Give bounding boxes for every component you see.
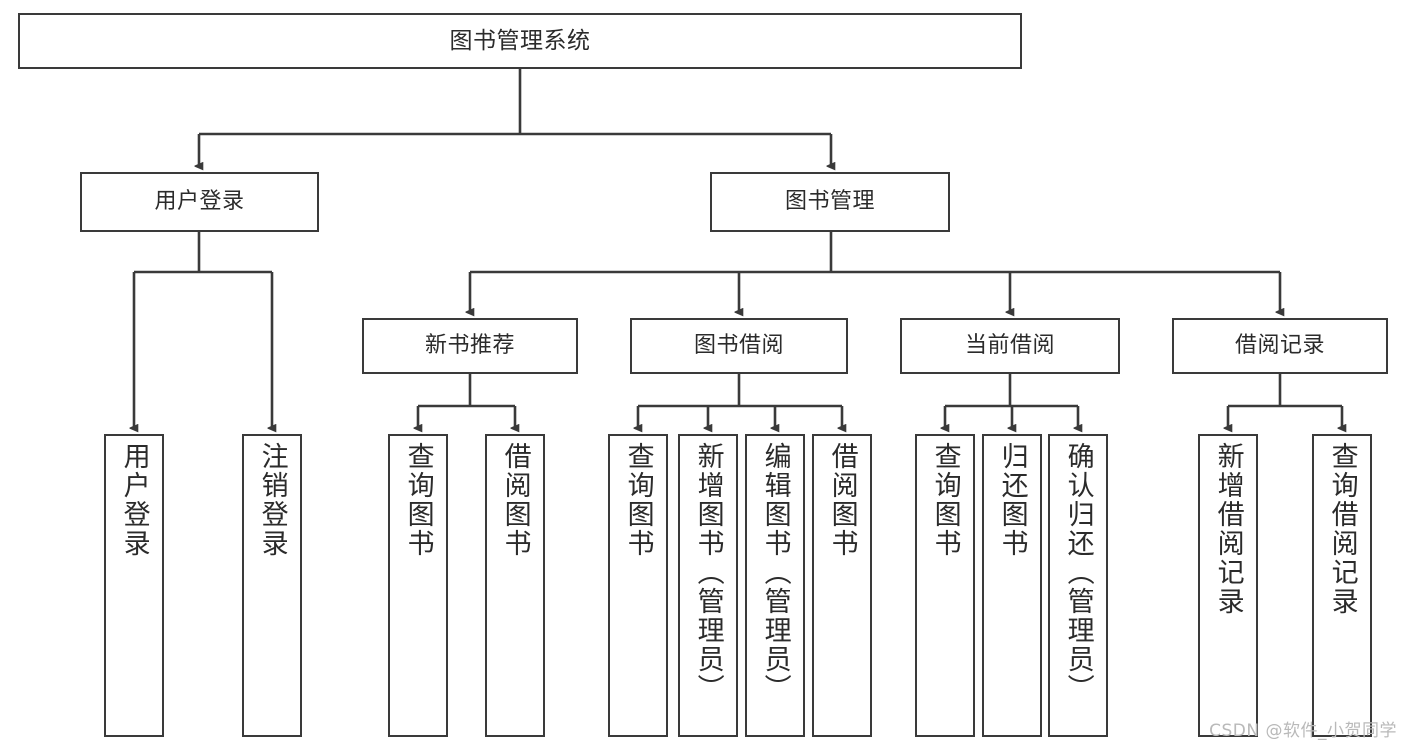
node-leaf-add-book[interactable]: 新增图书（管理员） [678, 434, 738, 737]
node-user-login-label: 用户登录 [154, 189, 245, 215]
node-leaf-borrow-book-label: 借阅图书 [826, 442, 858, 558]
node-leaf-return-book[interactable]: 归还图书 [982, 434, 1042, 737]
node-current-borrow-label: 当前借阅 [964, 333, 1055, 359]
node-leaf-add-record[interactable]: 新增借阅记录 [1198, 434, 1258, 737]
node-leaf-query-book-new[interactable]: 查询图书 [388, 434, 448, 737]
node-book-borrow-label: 图书借阅 [693, 333, 784, 359]
node-new-book-rec-label: 新书推荐 [424, 333, 515, 359]
node-leaf-add-book-label: 新增图书（管理员） [692, 442, 724, 703]
node-leaf-confirm-return[interactable]: 确认归还（管理员） [1048, 434, 1108, 737]
node-leaf-borrow-book-new-label: 借阅图书 [499, 442, 531, 558]
node-leaf-confirm-return-label: 确认归还（管理员） [1062, 442, 1094, 703]
node-leaf-query-book[interactable]: 查询图书 [608, 434, 668, 737]
node-leaf-logout-label: 注销登录 [256, 442, 288, 558]
node-leaf-edit-book[interactable]: 编辑图书（管理员） [745, 434, 805, 737]
node-leaf-query-book-new-label: 查询图书 [402, 442, 434, 558]
node-book-manage-label: 图书管理 [784, 189, 875, 215]
node-leaf-query-record[interactable]: 查询借阅记录 [1312, 434, 1372, 737]
node-leaf-edit-book-label: 编辑图书（管理员） [759, 442, 791, 703]
node-leaf-query-book-cur[interactable]: 查询图书 [915, 434, 975, 737]
node-leaf-borrow-book-new[interactable]: 借阅图书 [485, 434, 545, 737]
node-leaf-user-login[interactable]: 用户登录 [104, 434, 164, 737]
node-leaf-borrow-book[interactable]: 借阅图书 [812, 434, 872, 737]
node-leaf-user-login-label: 用户登录 [118, 442, 150, 558]
node-borrow-record[interactable]: 借阅记录 [1172, 318, 1388, 374]
node-leaf-query-record-label: 查询借阅记录 [1326, 442, 1358, 616]
node-leaf-add-record-label: 新增借阅记录 [1212, 442, 1244, 616]
node-book-manage[interactable]: 图书管理 [710, 172, 950, 232]
node-book-borrow[interactable]: 图书借阅 [630, 318, 848, 374]
node-new-book-rec[interactable]: 新书推荐 [362, 318, 578, 374]
node-leaf-query-book-cur-label: 查询图书 [929, 442, 961, 558]
node-current-borrow[interactable]: 当前借阅 [900, 318, 1120, 374]
node-borrow-record-label: 借阅记录 [1234, 333, 1325, 359]
node-leaf-logout[interactable]: 注销登录 [242, 434, 302, 737]
node-root[interactable]: 图书管理系统 [18, 13, 1022, 69]
node-root-label: 图书管理系统 [449, 27, 591, 54]
node-leaf-return-book-label: 归还图书 [996, 442, 1028, 558]
node-user-login[interactable]: 用户登录 [80, 172, 319, 232]
node-leaf-query-book-label: 查询图书 [622, 442, 654, 558]
